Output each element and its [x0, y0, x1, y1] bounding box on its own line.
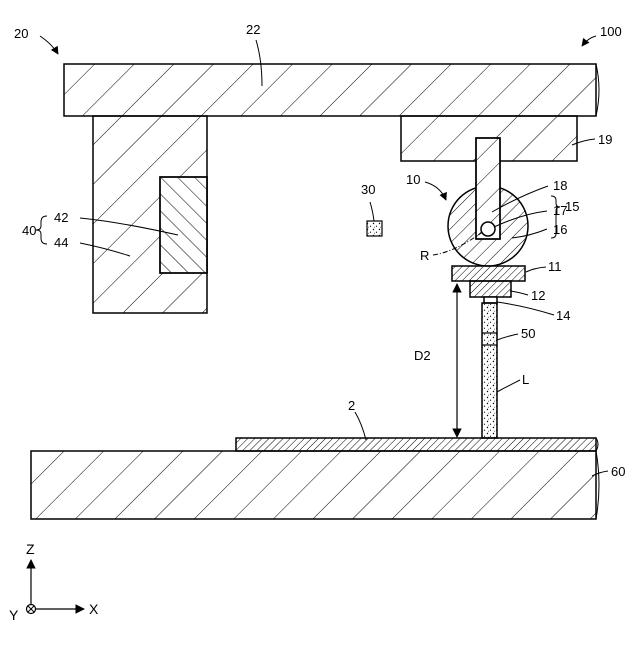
label-stage: 60 — [611, 464, 625, 479]
y-axis-out-of-page-icon — [27, 605, 36, 614]
label-distance: D2 — [414, 348, 431, 363]
label-sensor: 30 — [361, 182, 375, 197]
label-group-40: 40 — [22, 223, 36, 238]
workpiece-2 — [236, 438, 598, 451]
axis-y-label: Y — [9, 607, 19, 623]
label-part-42: 42 — [54, 210, 68, 225]
label-block-19: 19 — [598, 132, 612, 147]
axis-z-label: Z — [26, 541, 35, 557]
stage-60 — [31, 451, 599, 519]
part-11 — [452, 266, 525, 281]
label-top-plate: 22 — [246, 22, 260, 37]
part-12 — [470, 281, 511, 297]
label-device: 100 — [600, 24, 622, 39]
label-workpiece: 2 — [348, 398, 355, 413]
label-part-50: 50 — [521, 326, 535, 341]
lens-17 — [481, 222, 495, 236]
label-head-unit: 20 — [14, 26, 28, 41]
inset-42 — [160, 177, 207, 273]
top-plate — [64, 64, 599, 116]
label-group-15: 15 — [565, 199, 579, 214]
sensor-30 — [367, 221, 382, 236]
axis-x-label: X — [89, 601, 99, 617]
label-part-12: 12 — [531, 288, 545, 303]
axis-indicator: Z X Y — [9, 541, 99, 623]
label-part-11: 11 — [548, 259, 562, 274]
label-radius: R — [420, 248, 429, 263]
label-beam: L — [522, 372, 529, 387]
beam-L — [482, 303, 497, 438]
part-14 — [484, 297, 497, 303]
label-lens-18: 18 — [553, 178, 567, 193]
label-part-14: 14 — [556, 308, 570, 323]
label-lens-16: 16 — [553, 222, 567, 237]
label-laser-head: 10 — [406, 172, 420, 187]
label-part-44: 44 — [54, 235, 68, 250]
